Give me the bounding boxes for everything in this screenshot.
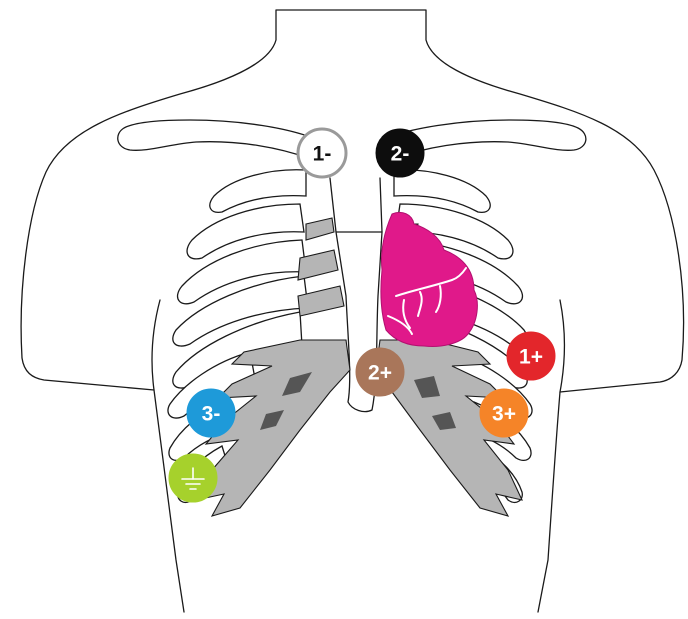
electrode-label: 1+ — [519, 346, 543, 369]
electrode-2pos: 2+ — [356, 348, 404, 396]
electrode-label: 2- — [391, 143, 410, 166]
clavicle-left — [118, 120, 318, 158]
electrode-ground — [169, 454, 217, 502]
electrode-2neg: 2- — [376, 129, 424, 177]
electrode-3neg: 3- — [187, 389, 235, 437]
electrode-label: 3- — [202, 403, 221, 426]
body-outline — [21, 10, 683, 612]
electrode-label: 2+ — [368, 362, 392, 385]
electrode-label: 3+ — [492, 403, 516, 426]
electrode-3pos: 3+ — [480, 389, 528, 437]
electrode-label: 1- — [313, 143, 332, 166]
electrode-1pos: 1+ — [507, 332, 555, 380]
electrode-1neg: 1- — [298, 129, 346, 177]
